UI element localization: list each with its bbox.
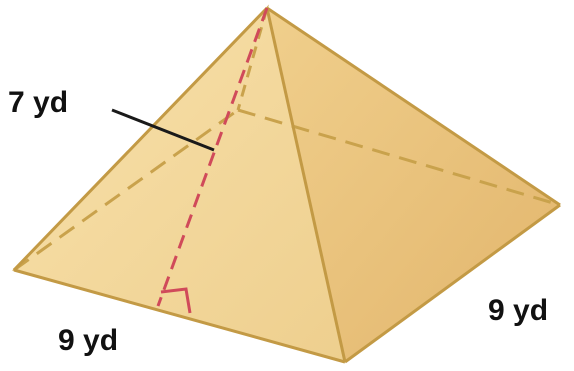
front-face [14, 8, 345, 362]
lateral-edge-front [265, 7, 347, 363]
base-front-label: 9 yd [58, 324, 118, 357]
hidden-lateral-edge [236, 7, 269, 111]
right-face [267, 8, 560, 362]
hidden-base-edge-left [13, 108, 239, 272]
slant-height-line [156, 7, 269, 307]
base-edge-front [13, 268, 346, 364]
slant-height-leader [111, 108, 215, 152]
base-side-label: 9 yd [488, 294, 548, 327]
base-edge-right [344, 203, 561, 364]
right-angle-marker [160, 287, 192, 314]
slant-height-label: 7 yd [8, 86, 68, 119]
lateral-edge-right [266, 6, 561, 207]
lateral-edge-left [12, 6, 269, 272]
